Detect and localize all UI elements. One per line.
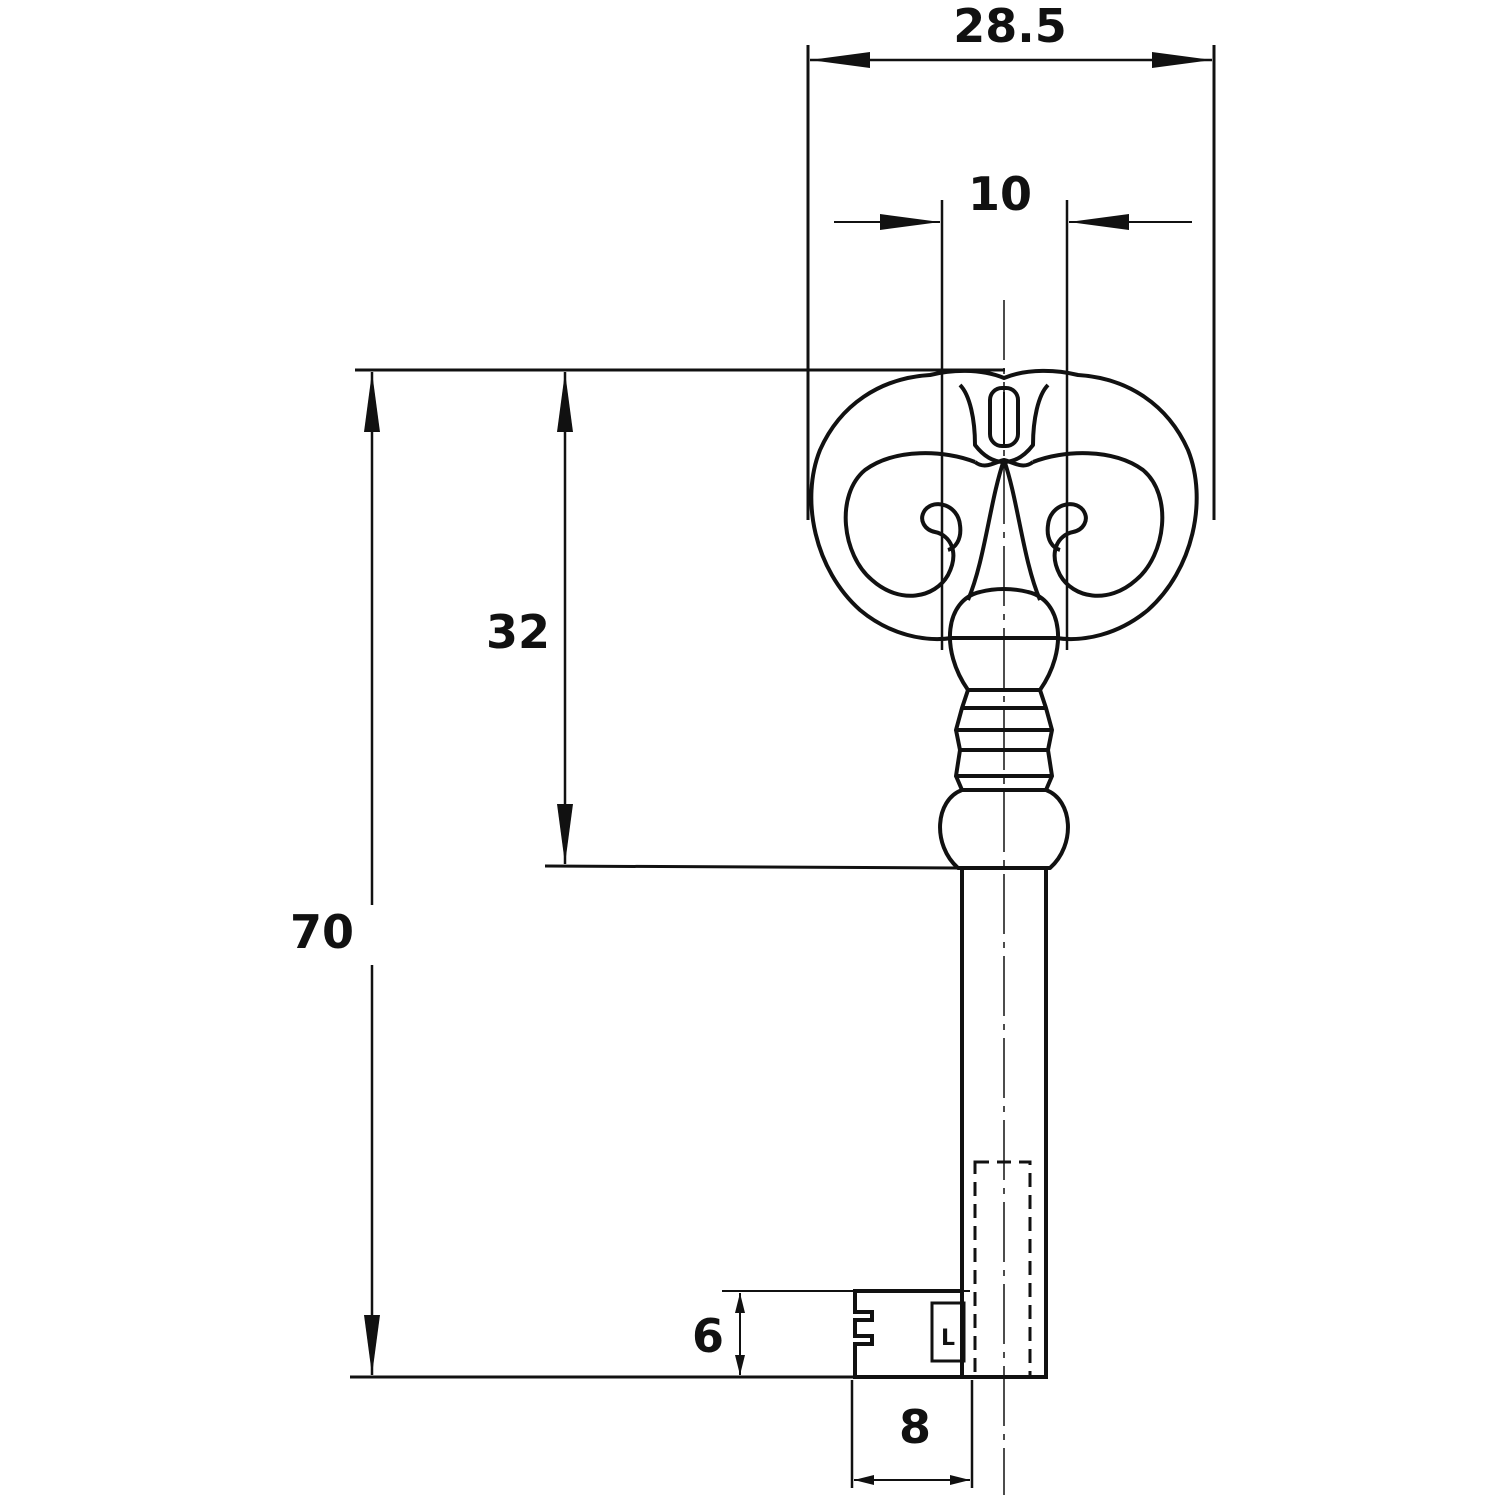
dimension-overall-width: 28.5 (806, 0, 1216, 520)
bow-right-scroll (1032, 451, 1165, 598)
bit-marking-letter: L (941, 1326, 955, 1351)
key-neck (938, 587, 1070, 870)
key-bow (809, 368, 1199, 642)
bow-outer-outline (809, 368, 1199, 642)
bow-crest-slot (988, 386, 1020, 448)
dimension-line-break (358, 905, 386, 965)
bit-outline (853, 1289, 962, 1379)
dimension-bit-width: 8 (850, 1380, 974, 1488)
bow-left-scroll (843, 451, 976, 598)
dimension-label-bit-width: 8 (899, 1400, 931, 1454)
dimension-label-overall-width: 28.5 (953, 0, 1067, 53)
neck-bulb (947, 587, 1061, 692)
bit-marking-box (930, 1301, 966, 1363)
dimension-label-neck-width: 10 (968, 167, 1032, 221)
neck-collar (954, 689, 1054, 792)
neck-bead (938, 788, 1070, 870)
dimension-label-total-length: 70 (290, 905, 354, 959)
dimension-bow-height: 32 (486, 372, 959, 870)
extension-line-bottom (544, 864, 959, 870)
dimension-total-length: 70 (290, 368, 1005, 1379)
dimension-label-bow-height: 32 (486, 605, 550, 659)
dimension-neck-width: 10 (834, 167, 1192, 650)
dimension-label-bit-height: 6 (692, 1309, 724, 1363)
key-bit: L (853, 1289, 966, 1379)
dimension-bit-height: 6 (692, 1290, 970, 1375)
key-shaft (960, 868, 1048, 1379)
shaft-hollow-bore (973, 1160, 1032, 1379)
bow-top-crest (958, 383, 1050, 464)
